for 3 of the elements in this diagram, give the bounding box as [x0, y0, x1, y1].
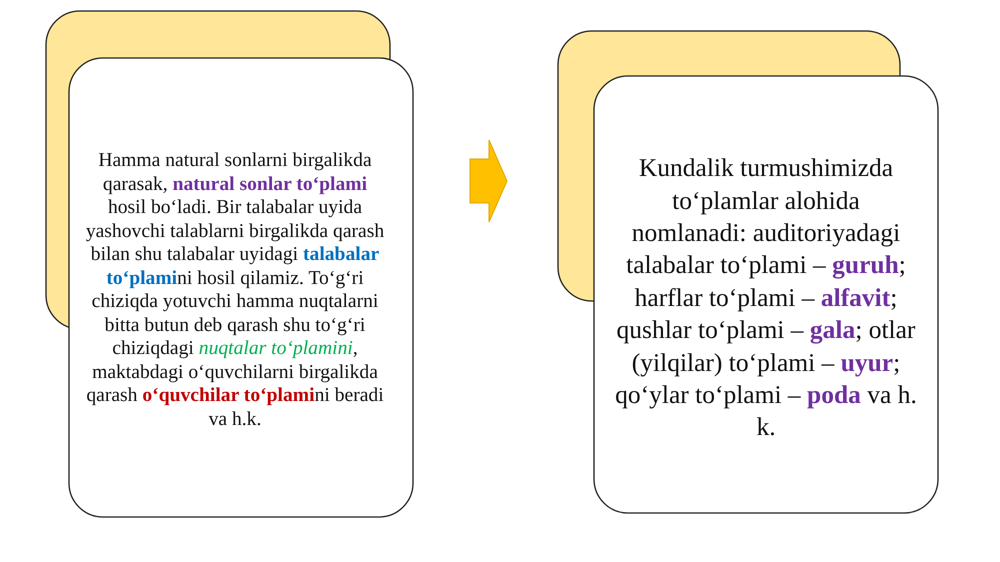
body-text: Hamma natural sonlarni birgalikda qarasak, natural sonlar to‘plami hosil bo‘ladi. Bir talabalar uyida yashovchi talablarni birgalikda qarash bilan shu talabalar uyidagi talabalar to‘plamini hosil qilamiz. To‘g‘ri chiziqda yotuvchi hamma nuqtalarni bitta butun deb qarash shu to‘g‘ri chiziqdagi nuqtalar to‘plamini, maktabdagi o‘quvchilarni birgalikda qarash o‘quvchilar to‘plamini beradi va h.k.: [85, 149, 385, 431]
body-text: Kundalik turmushimizda to‘plamlar alohida nomlanadi: auditoriyadagi talabalar to‘plami – guruh; harflar to‘plami – alfavit; qushlar to‘plami – gala; otlar (yilqilar) to‘plami – uyur; qo‘ylar to‘plami – poda va h. k.: [614, 152, 918, 444]
arrow: [470, 140, 508, 222]
